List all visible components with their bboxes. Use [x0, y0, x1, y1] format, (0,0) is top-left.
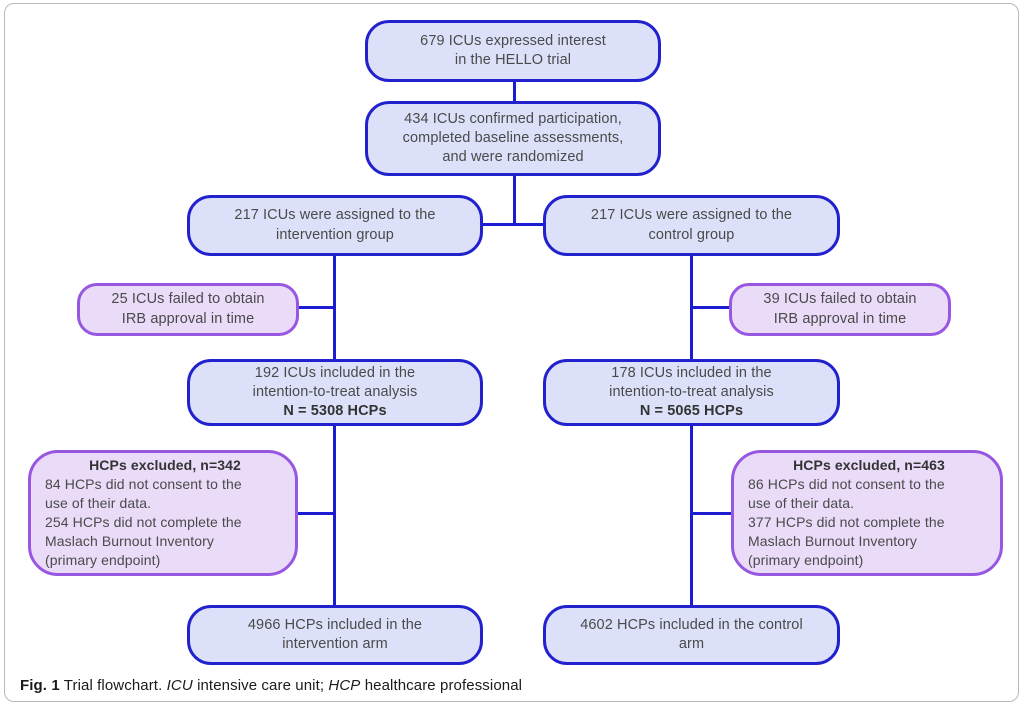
- flow-node-irb-fail-control: 39 ICUs failed to obtain IRB approval in…: [729, 283, 951, 336]
- node-text-line: 254 HCPs did not complete the: [45, 514, 242, 530]
- connector-irb-exclusion-right: [691, 306, 731, 309]
- node-text-line: arm: [678, 636, 705, 652]
- flow-node-assigned-intervention: 217 ICUs were assigned to the interventi…: [187, 195, 483, 256]
- node-text-line: 217 ICUs were assigned to the: [234, 207, 436, 224]
- figure-caption-abbr-hcp: HCP: [328, 677, 361, 694]
- node-text-line-bold: N = 5065 HCPs: [639, 403, 744, 420]
- node-text-line: use of their data.: [748, 495, 855, 512]
- node-text-line: 434 ICUs confirmed participation,: [404, 110, 622, 127]
- node-text-line: IRB approval in time: [121, 310, 255, 327]
- node-text-line: 84 HCPs did not consent to the: [45, 476, 242, 493]
- flow-node-final-control: 4602 HCPs included in the control arm: [543, 605, 840, 665]
- node-text-line: Maslach Burnout Inventory: [45, 532, 215, 549]
- flow-node-itt-control: 178 ICUs included in the intention-to-tr…: [543, 359, 840, 426]
- node-text-line: control group: [648, 226, 735, 243]
- connector-interest-to-confirmed: [513, 80, 516, 104]
- node-text-line: 377 HCPs did not complete the: [748, 514, 945, 530]
- flow-node-itt-intervention: 192 ICUs included in the intention-to-tr…: [187, 359, 483, 426]
- node-text-line: 39 ICUs failed to obtain: [763, 291, 917, 308]
- node-text-line: 178 ICUs included in the: [611, 364, 772, 381]
- node-text-line: 25 ICUs failed to obtain: [111, 291, 265, 308]
- node-text-line: intervention arm: [282, 636, 388, 652]
- connector-hcp-exclusion-right: [691, 512, 732, 515]
- figure-caption-abbr-hcp-definition: healthcare professional: [364, 677, 523, 694]
- figure-caption-label: Fig. 1: [20, 677, 60, 694]
- flow-node-assigned-control: 217 ICUs were assigned to the control gr…: [543, 195, 840, 256]
- node-title: HCPs excluded, n=463: [793, 457, 945, 474]
- node-text-line: IRB approval in time: [773, 310, 907, 327]
- connector-irb-exclusion-left: [297, 306, 335, 309]
- connector-split-horizontal: [481, 223, 545, 226]
- node-text-line: (primary endpoint): [748, 551, 864, 568]
- flow-node-irb-fail-intervention: 25 ICUs failed to obtain IRB approval in…: [77, 283, 299, 336]
- flow-node-expressed-interest: 679 ICUs expressed interest in the HELLO…: [365, 20, 661, 82]
- figure-caption-abbr-icu: ICU: [166, 677, 193, 694]
- node-text-line: intention-to-treat analysis: [252, 383, 418, 400]
- node-text-line: completed baseline assessments,: [402, 129, 624, 146]
- node-text-line-bold: N = 5308 HCPs: [283, 403, 387, 420]
- node-text-line: in the HELLO trial: [454, 52, 572, 68]
- figure-caption-title: Trial flowchart.: [63, 677, 163, 694]
- node-text-line: (primary endpoint): [45, 551, 161, 568]
- node-text-line: Maslach Burnout Inventory: [748, 532, 918, 549]
- node-text-line: 86 HCPs did not consent to the: [748, 476, 945, 493]
- node-text-line: 4602 HCPs included in the control: [580, 616, 803, 633]
- node-text-line: 192 ICUs included in the: [254, 364, 416, 381]
- node-text-line: intention-to-treat analysis: [609, 383, 774, 400]
- node-title: HCPs excluded, n=342: [89, 457, 241, 474]
- node-text-line: 217 ICUs were assigned to the: [590, 207, 793, 224]
- connector-itt-to-final-right: [690, 424, 693, 607]
- flow-node-hcps-excluded-intervention: HCPs excluded, n=342 84 HCPs did not con…: [28, 450, 298, 576]
- node-text-line: use of their data.: [45, 495, 152, 512]
- connector-itt-to-final-left: [333, 424, 336, 607]
- connector-hcp-exclusion-left: [296, 512, 335, 515]
- node-text-line: intervention group: [276, 226, 394, 243]
- flow-node-final-intervention: 4966 HCPs included in the intervention a…: [187, 605, 483, 665]
- connector-confirmed-to-split: [513, 174, 516, 226]
- figure-caption-abbr-icu-definition: intensive care unit;: [197, 677, 325, 694]
- figure-caption: Fig. 1 Trial flowchart. ICU intensive ca…: [20, 677, 522, 694]
- node-text-line: 4966 HCPs included in the: [247, 616, 423, 633]
- flow-node-hcps-excluded-control: HCPs excluded, n=463 86 HCPs did not con…: [731, 450, 1003, 576]
- flow-node-confirmed-randomized: 434 ICUs confirmed participation, comple…: [365, 101, 661, 176]
- node-text-line: and were randomized: [442, 149, 584, 166]
- node-text-line: 679 ICUs expressed interest: [420, 32, 606, 49]
